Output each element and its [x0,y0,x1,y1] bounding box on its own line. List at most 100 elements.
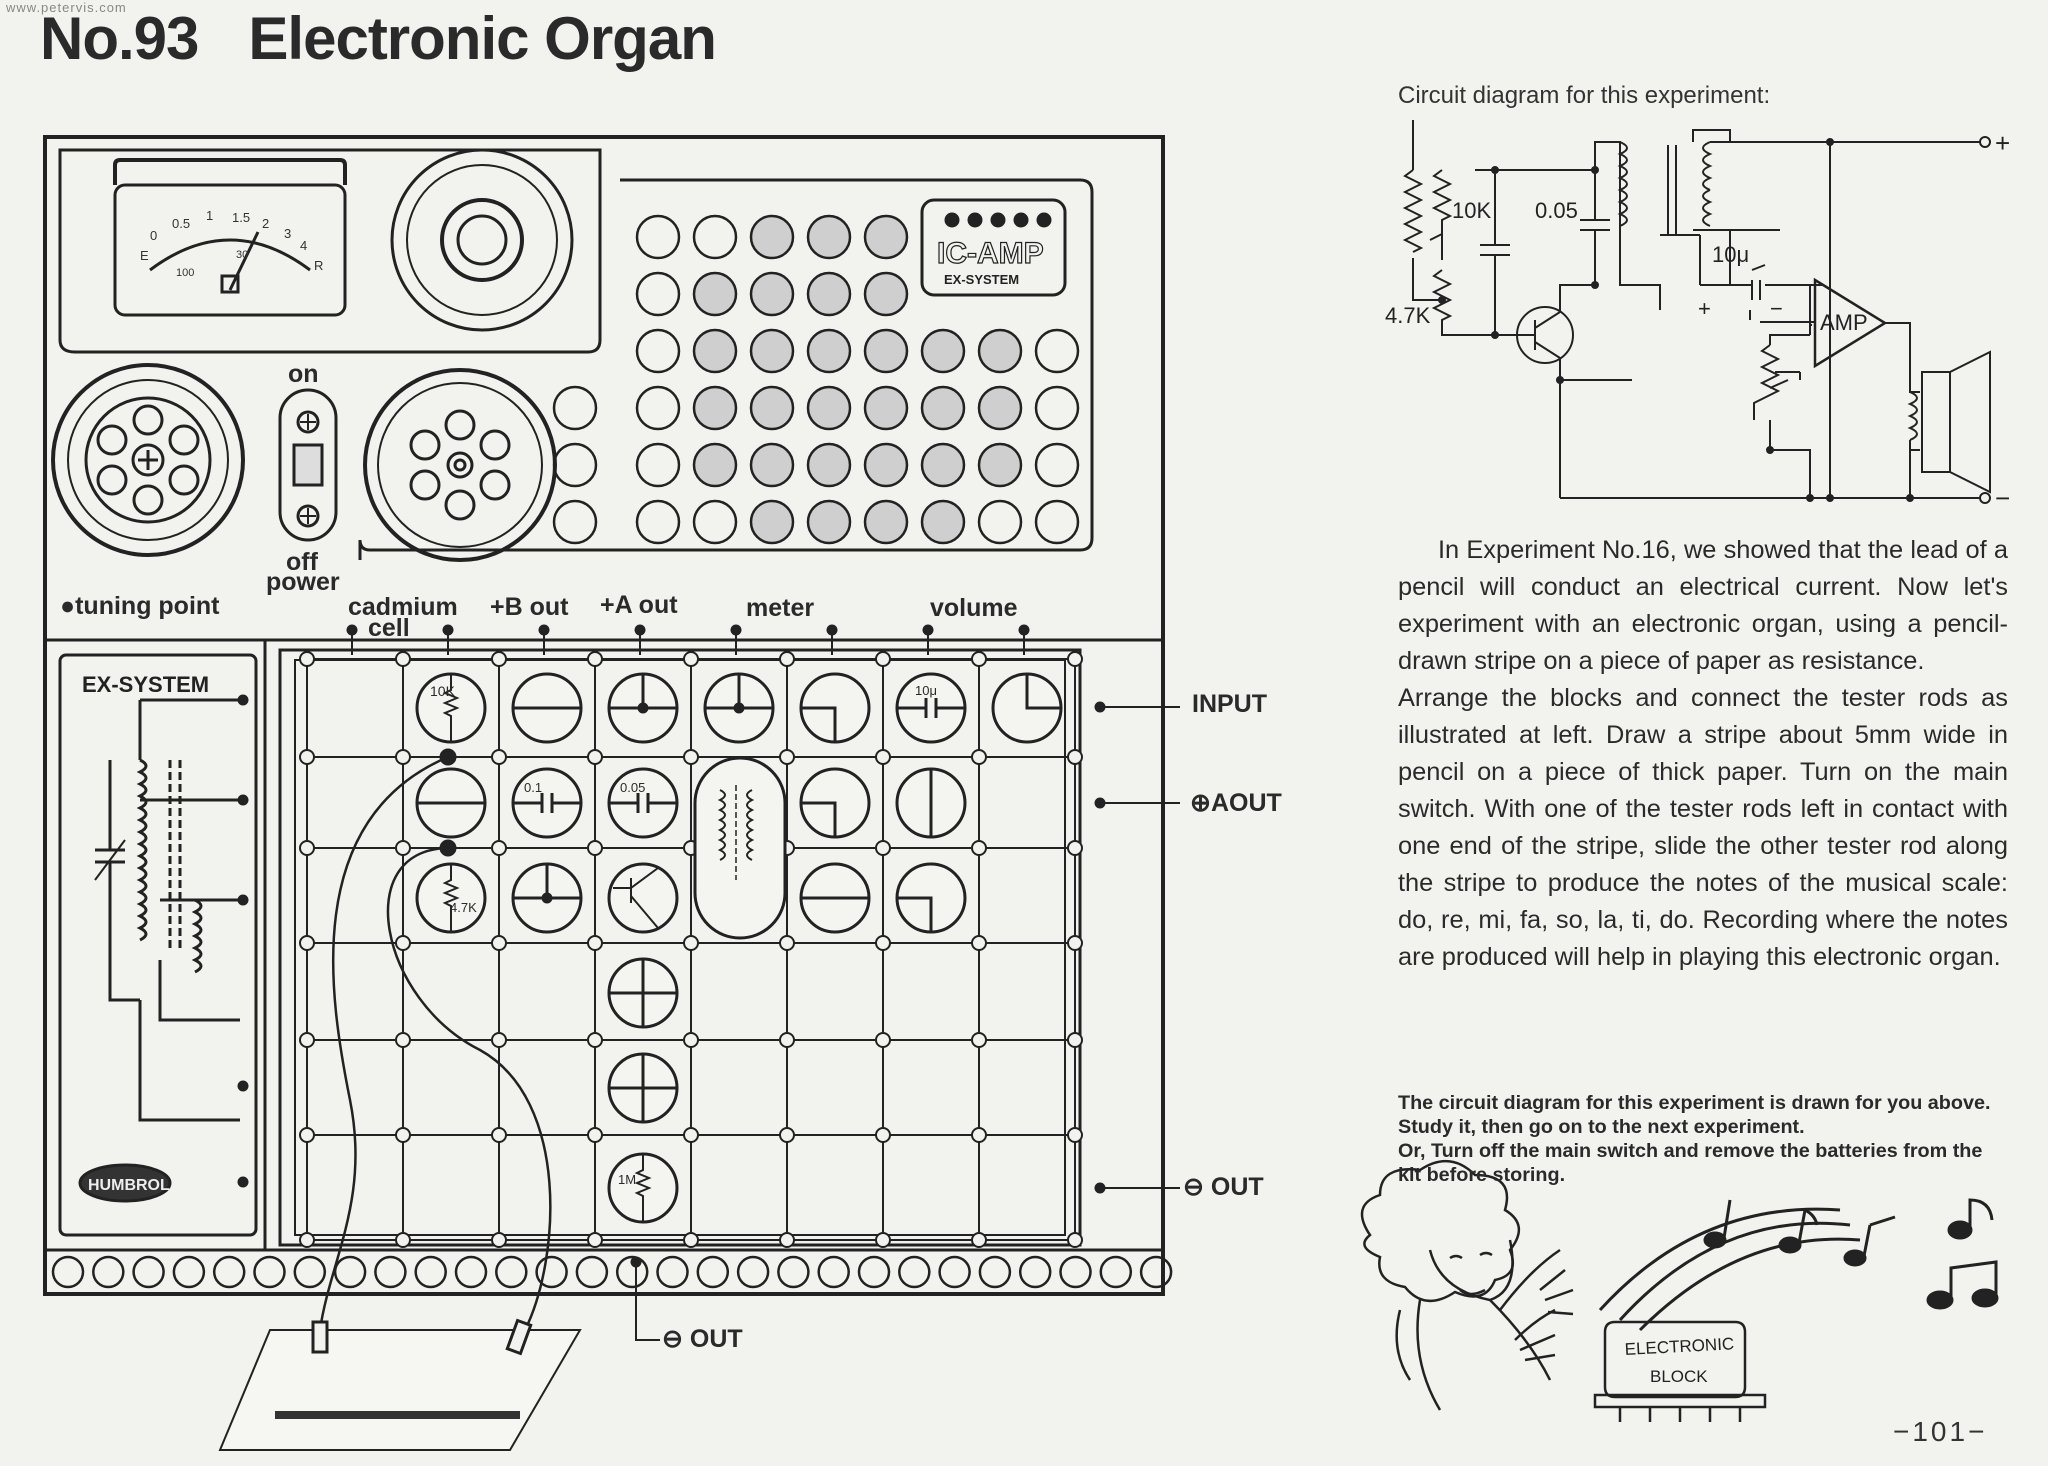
board-node [395,840,411,856]
strip-hole [1018,1255,1052,1289]
circuit-block[interactable] [991,672,1063,744]
board-node [1067,1032,1083,1048]
socket-grid [552,214,1080,545]
socket-hole [635,385,681,431]
strip-hole [696,1255,730,1289]
circuit-block[interactable] [415,672,487,744]
board-node [1067,749,1083,765]
board-node [1067,1232,1083,1248]
socket-hole [1034,442,1080,488]
circuit-block[interactable] [511,862,583,934]
strip-hole [414,1255,447,1289]
tuning-point-text: tuning point [75,592,220,620]
circuit-block[interactable] [895,672,967,744]
ex-system-label: EX-SYSTEM [82,672,209,697]
tuning-point-dot: ● [60,592,76,620]
cartoon-girl [1360,1159,1574,1411]
board-node [491,840,507,856]
socket-hole [692,385,738,431]
socket-hole [863,271,909,317]
socket-hole [749,385,795,431]
circuit-label-amp: AMP [1820,310,1868,335]
circuit-block[interactable] [607,1152,679,1224]
board-node [971,651,987,667]
board-node [491,1032,507,1048]
board-node [395,651,411,667]
board-node [587,840,603,856]
strip-hole [898,1255,931,1289]
socket-hole [552,442,598,488]
circuit-block[interactable] [801,674,871,742]
board-node [683,1232,699,1248]
board-node [875,1232,891,1248]
board-node [683,749,699,765]
ic-amp-sub: EX-SYSTEM [944,272,1019,287]
socket-hole [635,442,681,488]
meter-scale-r: R [314,258,323,273]
socket-hole [749,214,795,260]
strip-hole [454,1255,488,1289]
socket-hole [863,328,909,374]
ic-amp-badge: IC-AMP EX-SYSTEM [920,198,1067,297]
board-node [299,749,315,765]
circuit-diagram: 10K 0.05 10μ 4.7K AMP + − + − [1385,120,2010,513]
meter-scale-4: 4 [300,238,307,253]
music-notes [1598,1198,1999,1332]
transformer-block[interactable] [693,756,787,940]
socket-hole [749,499,795,545]
body-text: In Experiment No.16, we showed that the … [1398,532,2008,976]
circuit-block[interactable] [897,864,967,932]
circuit-block[interactable] [415,767,487,839]
tuning-dial[interactable] [51,363,245,557]
socket-hole [806,328,852,374]
board-node [779,651,795,667]
socket-hole [635,499,681,545]
circuit-block[interactable] [511,767,583,839]
circuit-block[interactable] [607,1052,679,1124]
watermark: www.petervis.com [6,0,127,15]
circuit-block[interactable] [607,672,679,744]
block-10u-label: 10μ [915,683,937,698]
board-node [587,651,603,667]
circuit-block[interactable] [799,862,871,934]
board-node [299,840,315,856]
meter-scale-30: 30 [236,249,248,261]
board-node [1067,935,1083,951]
board-node [587,1032,603,1048]
meter-scale-1: 1 [206,208,213,223]
socket-hole [977,385,1023,431]
humbrol-logo: HUMBROL [88,1177,170,1194]
power-switch[interactable] [278,388,338,542]
board-node [683,1032,699,1048]
circuit-block[interactable] [415,862,487,934]
volume-dial[interactable] [363,368,557,562]
strip-hole [293,1255,327,1289]
circuit-block[interactable] [895,767,967,839]
meter-scale-0: 0 [150,228,157,243]
socket-hole [920,385,966,431]
board-node [1067,1127,1083,1143]
circuit-block[interactable] [511,672,583,744]
strip-hole [212,1255,246,1289]
meter-scale-05: 0.5 [172,216,190,231]
speaker-top [390,148,574,332]
strip-hole [777,1255,810,1289]
circuit-label-10u: 10μ [1712,242,1749,267]
circuit-block[interactable] [607,767,679,839]
board-node [971,935,987,951]
paragraph-1: In Experiment No.16, we showed that the … [1398,536,2008,675]
board-node [875,1127,891,1143]
circuit-block[interactable] [703,672,775,744]
circuit-block[interactable] [607,862,679,934]
board-node [779,1032,795,1048]
experiment-number: No.93 [40,5,199,72]
board-node [971,749,987,765]
board-node [395,1032,411,1048]
board-node [779,1127,795,1143]
board-node [587,749,603,765]
aout-side-label: ⊕AOUT [1190,789,1282,817]
board-grid [299,651,1083,1248]
tuning-point-label: ●tuning point [60,592,220,621]
circuit-block[interactable] [801,769,871,837]
circuit-block[interactable] [607,957,679,1029]
